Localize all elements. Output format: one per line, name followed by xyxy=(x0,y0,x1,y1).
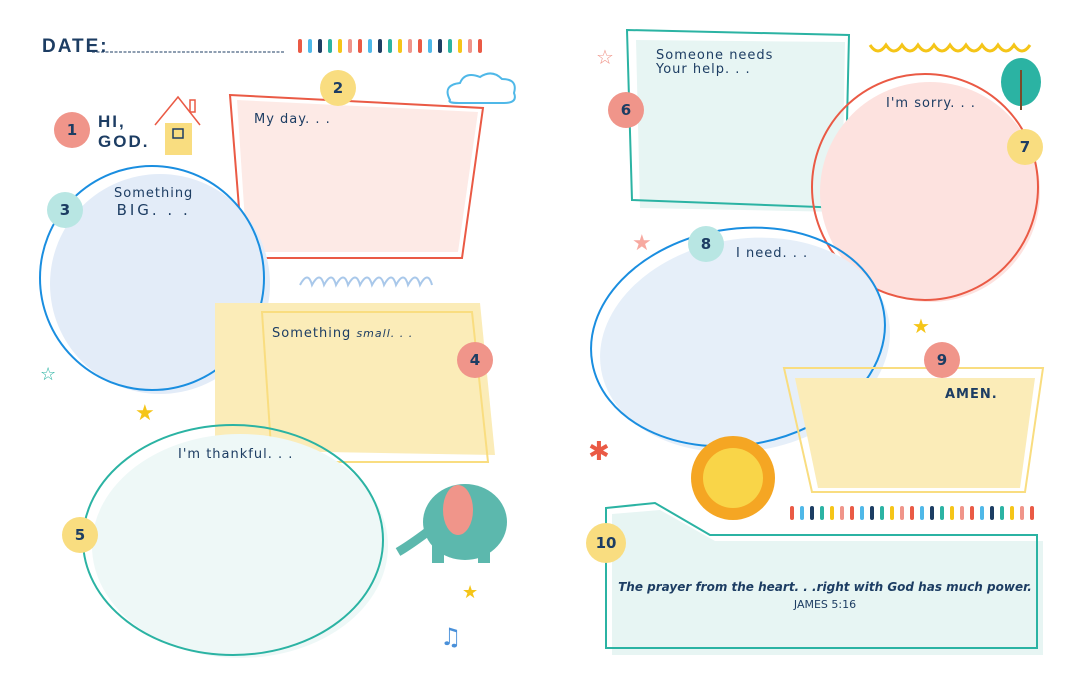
badge-9: 9 xyxy=(924,342,960,378)
stripe xyxy=(790,506,794,520)
badge-8: 8 xyxy=(688,226,724,262)
thankful-ellipse xyxy=(92,434,388,658)
badge-1: 1 xyxy=(54,112,90,148)
star-icon: ★ xyxy=(135,401,155,426)
stripe xyxy=(378,39,382,53)
star-icon: ★ xyxy=(632,231,652,256)
stripe xyxy=(308,39,312,53)
stripe xyxy=(328,39,332,53)
color-stripes xyxy=(790,506,1034,520)
stripe xyxy=(980,506,984,520)
stripe xyxy=(960,506,964,520)
verse-reference: JAMES 5:16 xyxy=(793,598,857,611)
stripe xyxy=(338,39,342,53)
label-line: BIG. . . xyxy=(116,201,191,219)
stripe xyxy=(900,506,904,520)
squiggle-decoration xyxy=(299,276,433,288)
elephant-icon xyxy=(395,484,507,563)
something-big-label: Something BIG. . . xyxy=(114,186,193,219)
verse-box xyxy=(605,501,1038,649)
need-label: I need. . . xyxy=(736,246,809,261)
stripe xyxy=(860,506,864,520)
stripe xyxy=(1000,506,1004,520)
star-icon: ☆ xyxy=(596,45,614,69)
stripe xyxy=(870,506,874,520)
sun-icon xyxy=(691,436,775,520)
stripe xyxy=(840,506,844,520)
help-box xyxy=(636,40,845,212)
small-box xyxy=(215,303,495,455)
stripe xyxy=(358,39,362,53)
stripe xyxy=(458,39,462,53)
color-stripes xyxy=(298,39,482,53)
stripe xyxy=(1010,506,1014,520)
stripe xyxy=(438,39,442,53)
something-small-label: Something small. . . xyxy=(272,326,413,341)
stripe xyxy=(318,39,322,53)
stripe xyxy=(1020,506,1024,520)
stripe xyxy=(428,39,432,53)
greeting-text: HI, GOD. xyxy=(98,112,149,152)
badge-3: 3 xyxy=(47,192,83,228)
stripe xyxy=(910,506,914,520)
stripe xyxy=(810,506,814,520)
stripe xyxy=(820,506,824,520)
stripe xyxy=(408,39,412,53)
stripe xyxy=(478,39,482,53)
help-label: Someone needs Your help. . . xyxy=(656,49,773,77)
music-note-icon: ♫ xyxy=(440,623,462,651)
stripe xyxy=(398,39,402,53)
stripe xyxy=(368,39,372,53)
stripe xyxy=(1030,506,1034,520)
label-emphasis: small. . . xyxy=(356,327,414,340)
my-day-box xyxy=(237,100,478,252)
stripe xyxy=(920,506,924,520)
stripe xyxy=(890,506,894,520)
star-icon: ★ xyxy=(462,582,478,603)
stripe xyxy=(940,506,944,520)
verse-quote: The prayer from the heart. . .right with… xyxy=(618,580,1032,594)
label-line: Your help. . . xyxy=(656,62,751,77)
label-text: Something xyxy=(272,326,352,341)
star-icon: ☆ xyxy=(40,364,56,385)
stripe xyxy=(850,506,854,520)
badge-7: 7 xyxy=(1007,129,1043,165)
stripe xyxy=(468,39,472,53)
house-icon xyxy=(165,123,192,155)
label-line: Something xyxy=(114,186,194,201)
stripe xyxy=(348,39,352,53)
star-icon: ✱ xyxy=(588,437,610,467)
stripe xyxy=(298,39,302,53)
stripe xyxy=(388,39,392,53)
stripe xyxy=(448,39,452,53)
stripe xyxy=(880,506,884,520)
date-label: DATE: xyxy=(42,36,109,57)
greeting-line1: HI, xyxy=(98,112,126,131)
stripe xyxy=(800,506,804,520)
stripe xyxy=(970,506,974,520)
badge-5: 5 xyxy=(62,517,98,553)
star-icon: ★ xyxy=(912,314,930,338)
badge-4: 4 xyxy=(457,342,493,378)
stripe xyxy=(930,506,934,520)
amen-box xyxy=(795,378,1035,488)
sorry-label: I'm sorry. . . xyxy=(886,96,976,111)
thankful-label: I'm thankful. . . xyxy=(178,447,294,462)
stripe xyxy=(418,39,422,53)
stripe xyxy=(990,506,994,520)
badge-10: 10 xyxy=(586,523,626,563)
sorry-circle xyxy=(820,82,1040,302)
verse: The prayer from the heart. . .right with… xyxy=(610,578,1040,614)
squiggle-decoration xyxy=(868,42,1032,53)
house-icon xyxy=(154,95,201,126)
label-line: Someone needs xyxy=(656,48,774,63)
stripe xyxy=(950,506,954,520)
my-day-label: My day. . . xyxy=(254,112,331,127)
greeting-line2: GOD. xyxy=(98,132,150,151)
badge-6: 6 xyxy=(608,92,644,128)
stripe xyxy=(830,506,834,520)
cloud-icon xyxy=(446,72,516,104)
badge-2: 2 xyxy=(320,70,356,106)
amen-label: AMEN. xyxy=(945,387,998,402)
